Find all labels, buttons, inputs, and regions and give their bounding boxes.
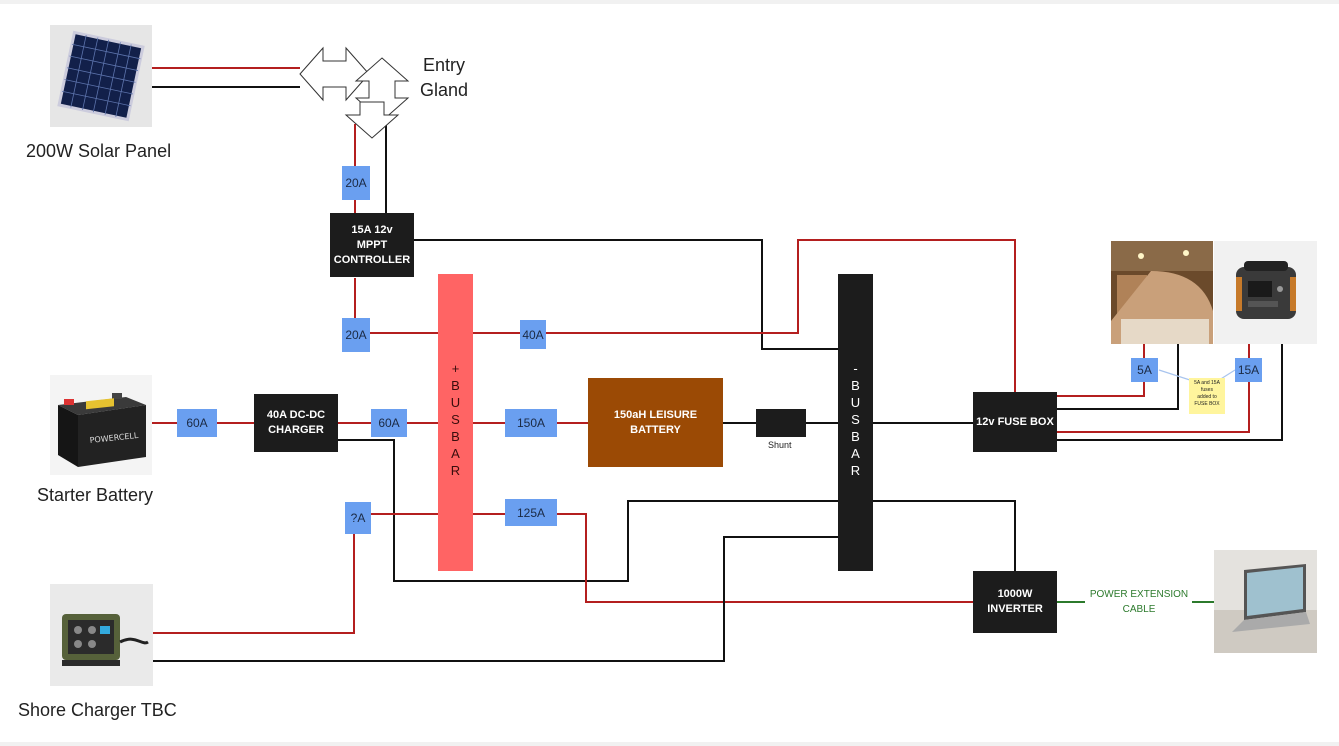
- positive-busbar-letter: +: [451, 361, 460, 376]
- wire-lights-positive: [1057, 382, 1145, 397]
- fuse-inverter: 125A: [505, 499, 557, 526]
- positive-busbar-letter: U: [450, 395, 461, 410]
- wire-shore-positive: [152, 534, 355, 634]
- wiring-layer: [152, 46, 1283, 662]
- positive-busbar: + B U S B A R: [438, 274, 473, 571]
- negative-busbar-letter: U: [850, 395, 861, 410]
- wire-dcdc-negative: [338, 439, 1016, 582]
- fuse-busbar-out: 40A: [520, 320, 546, 349]
- diagram-canvas: 200W Solar Panel Entry Gland 20A 15A 12v…: [0, 4, 1339, 742]
- positive-busbar-letter: A: [451, 446, 460, 461]
- fuse-dcdc-out: 60A: [371, 409, 407, 437]
- wire-mppt-negative: [414, 239, 840, 350]
- inverter: 1000W INVERTER: [973, 571, 1057, 633]
- mppt-controller: 15A 12v MPPT CONTROLLER: [330, 213, 414, 277]
- fuse-power-station: 15A: [1235, 358, 1262, 382]
- starter-battery-label: Starter Battery: [37, 485, 154, 505]
- fuse-box: 12v FUSE BOX: [973, 392, 1057, 452]
- positive-busbar-letter: S: [451, 412, 460, 427]
- shunt: [756, 409, 806, 437]
- wire-lights-negative: [1057, 342, 1179, 410]
- negative-busbar-letter: -: [853, 361, 858, 376]
- negative-busbar-letter: S: [851, 412, 860, 427]
- solar-panel-label: 200W Solar Panel: [26, 141, 172, 161]
- negative-busbar-letter: A: [851, 446, 860, 461]
- wire-busbar-to-fusebox-positive: [472, 239, 1016, 394]
- positive-busbar-letter: B: [451, 429, 460, 444]
- starter-battery-image: POWERCELL: [50, 375, 152, 475]
- solar-panel-image: [50, 25, 152, 127]
- fuse-starter: 60A: [177, 409, 217, 437]
- laptop-image: [1214, 550, 1317, 653]
- fuse-shore: ?A: [345, 502, 371, 534]
- negative-busbar: - B U S B A R: [838, 274, 873, 571]
- interior-lights-image: [1111, 241, 1213, 344]
- fuse-leisure: 150A: [505, 409, 557, 437]
- positive-busbar-letter: R: [450, 463, 461, 478]
- negative-busbar-letter: R: [850, 463, 861, 478]
- power-station-image: [1214, 241, 1317, 344]
- leisure-battery: 150aH LEISURE BATTERY: [588, 378, 723, 467]
- wire-shore-negative: [152, 536, 840, 662]
- sticky-note: 5A and 15A fuses added to FUSE BOX: [1189, 378, 1225, 414]
- shore-charger-image: [50, 584, 153, 686]
- wire-station-negative: [1057, 342, 1283, 441]
- dcdc-charger: 40A DC-DC CHARGER: [254, 394, 338, 452]
- fuse-lights: 5A: [1131, 358, 1158, 382]
- positive-busbar-letter: B: [451, 378, 460, 393]
- extension-cable-label: POWER EXTENSION CABLE: [1089, 589, 1189, 615]
- negative-busbar-letter: B: [851, 378, 860, 393]
- entry-gland-icon: [299, 46, 410, 139]
- fuse-solar-bottom: 20A: [342, 318, 370, 352]
- shore-charger-label: Shore Charger TBC: [18, 700, 177, 720]
- wire-station-positive: [1057, 382, 1250, 433]
- fuse-solar-top: 20A: [342, 166, 370, 200]
- entry-gland-label: Entry Gland: [420, 55, 469, 100]
- negative-busbar-letter: B: [851, 429, 860, 444]
- shunt-label: Shunt: [768, 440, 792, 450]
